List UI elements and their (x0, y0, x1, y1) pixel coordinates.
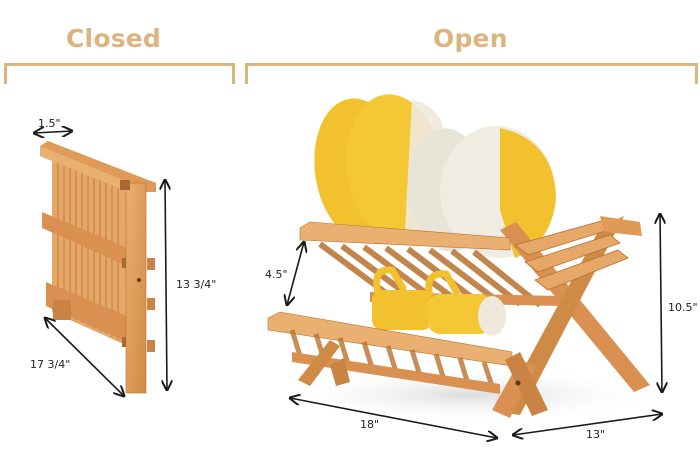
closed-height-label: 13 3/4" (176, 278, 217, 291)
closed-rack-image (40, 141, 156, 394)
open-bracket (245, 63, 698, 84)
open-length-label: 18" (360, 418, 380, 431)
open-height-label: 10.5" (668, 301, 698, 314)
open-width-label: 13" (586, 428, 606, 441)
closed-height-arrow (165, 180, 167, 390)
closed-length-label: 17 3/4" (30, 358, 71, 371)
closed-heading: Closed (66, 24, 162, 53)
plates (314, 94, 557, 258)
open-tier-gap-arrow (287, 242, 304, 305)
closed-bracket (4, 63, 235, 84)
open-width-arrow (513, 414, 662, 435)
closed-length-arrow (45, 318, 124, 396)
open-length-arrow (290, 398, 497, 438)
open-rack-image (267, 94, 670, 423)
open-height-arrow (660, 214, 662, 392)
closed-depth-arrow (34, 131, 72, 133)
closed-depth-label: 1.5" (38, 117, 61, 130)
open-tier-gap-label: 4.5" (265, 268, 288, 281)
mugs (372, 266, 506, 336)
open-heading: Open (433, 24, 508, 53)
